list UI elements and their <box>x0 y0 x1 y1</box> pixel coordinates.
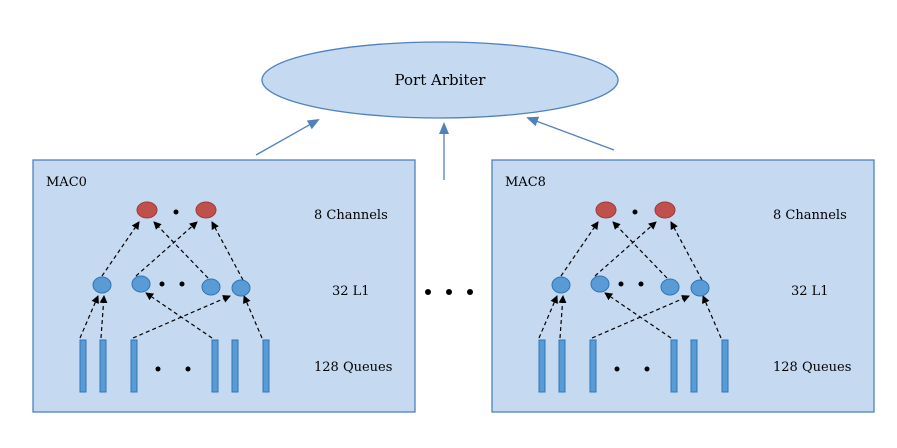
queue-bar <box>721 339 729 393</box>
l1-label: 32 L1 <box>791 284 829 299</box>
queue-bar <box>231 339 239 393</box>
l1-node <box>231 279 251 297</box>
port-arbiter-ellipse <box>261 41 619 119</box>
dependency-arrows <box>79 221 263 339</box>
queue-bar <box>99 339 107 393</box>
l1-node <box>551 276 571 294</box>
queues-label: 128 Queues <box>314 360 392 375</box>
queue-bar <box>211 339 219 393</box>
ellipsis-dot <box>173 209 179 215</box>
queue-bar <box>262 339 270 393</box>
mac0-block: MAC0 8 Channels 32 L1 128 Queues <box>32 159 416 413</box>
l1-node <box>690 279 710 297</box>
channel-node <box>595 201 617 219</box>
dependency-arrows <box>538 221 722 339</box>
queue-bar <box>589 339 597 393</box>
ellipsis-dot <box>638 281 644 287</box>
mac8-to-arbiter-arrow <box>526 116 615 151</box>
ellipsis-dot <box>185 366 191 372</box>
queue-bar <box>79 339 87 393</box>
mac-label: MAC0 <box>46 175 87 190</box>
ellipsis-dot <box>632 209 638 215</box>
queue-bar <box>538 339 546 393</box>
queue-bar <box>558 339 566 393</box>
l1-node <box>660 278 680 296</box>
between-macs-ellipsis <box>425 289 473 295</box>
channel-node <box>136 201 158 219</box>
ellipsis-dot <box>614 366 620 372</box>
ellipsis-dot <box>179 281 185 287</box>
channel-node <box>654 201 676 219</box>
channels-label: 8 Channels <box>773 208 847 223</box>
port-arbiter-label: Port Arbiter <box>395 71 487 89</box>
l1-node <box>92 276 112 294</box>
ellipsis-dot <box>644 366 650 372</box>
l1-node <box>201 278 221 296</box>
queue-bar <box>670 339 678 393</box>
l1-node <box>131 275 151 293</box>
channels-label: 8 Channels <box>314 208 388 223</box>
channel-node <box>195 201 217 219</box>
l1-node <box>590 275 610 293</box>
mac-label: MAC8 <box>505 175 546 190</box>
queue-bar <box>130 339 138 393</box>
ellipsis-dot <box>159 281 165 287</box>
ellipsis-dot <box>155 366 161 372</box>
mac8-block: MAC8 8 Channels 32 L1 128 Queues <box>491 159 875 413</box>
ellipsis-dot <box>618 281 624 287</box>
mac0-to-arbiter-arrow <box>255 119 320 156</box>
queues-label: 128 Queues <box>773 360 851 375</box>
l1-label: 32 L1 <box>332 284 370 299</box>
queue-bar <box>690 339 698 393</box>
